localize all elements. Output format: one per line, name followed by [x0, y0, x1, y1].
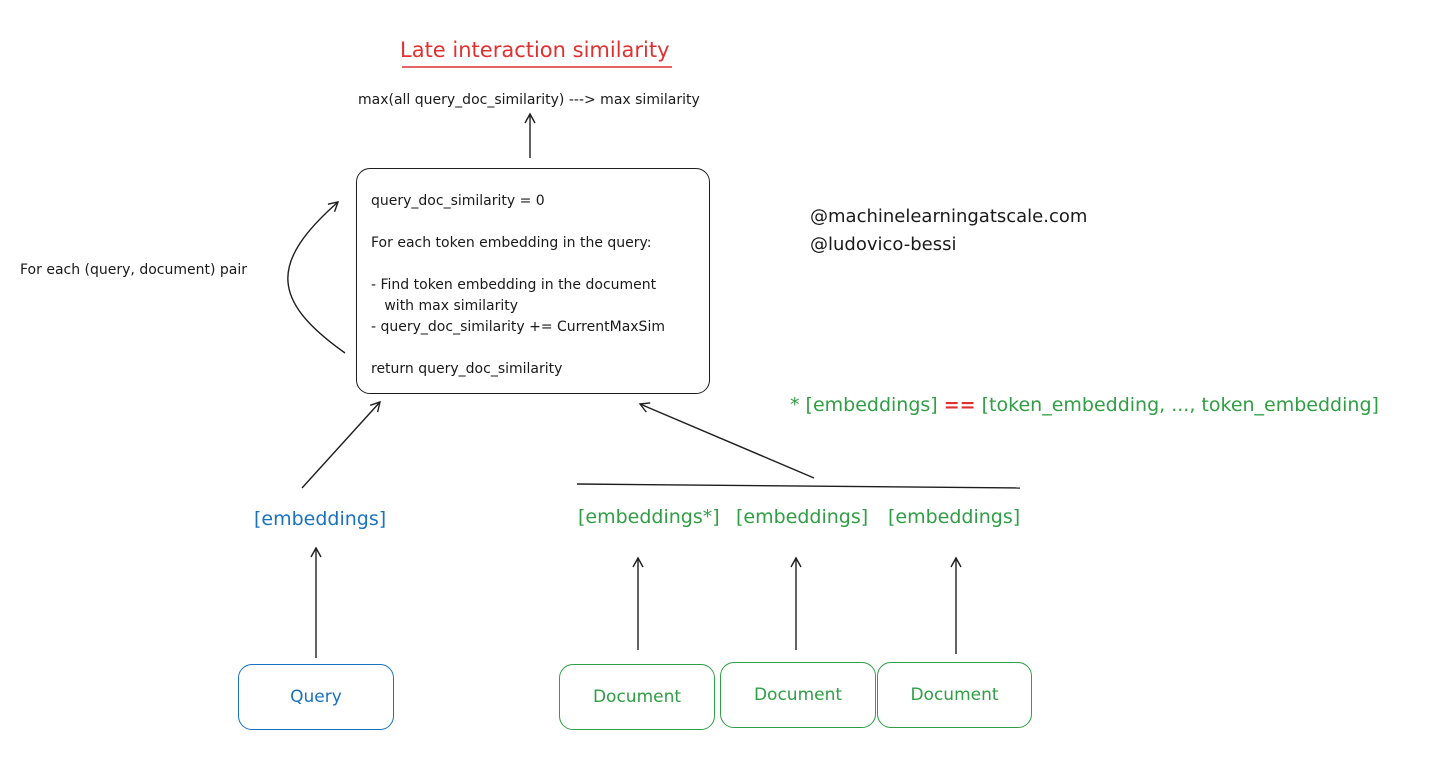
document-box: Document	[720, 662, 876, 728]
arrow-doc-embs-to-box	[638, 402, 815, 479]
loop-arrow	[287, 201, 346, 354]
note-prefix: * [embeddings]	[790, 394, 944, 416]
loop-label: For each (query, document) pair	[20, 262, 247, 278]
algorithm-line: query_doc_similarity = 0	[371, 193, 545, 209]
algorithm-line: return query_doc_similarity	[371, 361, 563, 377]
query-embeddings: [embeddings]	[254, 508, 387, 530]
note-suffix: [token_embedding, ..., token_embedding]	[975, 394, 1379, 416]
algorithm-line: For each token embedding in the query:	[371, 235, 652, 251]
max-similarity-formula: max(all query_doc_similarity) ---> max s…	[358, 92, 700, 108]
embeddings-note: * [embeddings] == [token_embedding, ...,…	[790, 394, 1379, 416]
document-box: Document	[877, 662, 1032, 728]
query-box: Query	[238, 664, 394, 730]
document-embeddings: [embeddings*]	[578, 506, 720, 528]
document-embeddings: [embeddings]	[736, 506, 869, 528]
arrow-query-emb-to-box	[301, 400, 381, 489]
algorithm-box: query_doc_similarity = 0 For each token …	[356, 168, 710, 394]
algorithm-line: - query_doc_similarity += CurrentMaxSim	[371, 319, 665, 335]
author-handle: @machinelearningatscale.com	[810, 206, 1088, 227]
diagram-title: Late interaction similarity	[400, 38, 670, 62]
doc-embeddings-bar	[576, 483, 1021, 489]
algorithm-line: - Find token embedding in the document	[371, 277, 657, 293]
algorithm-line: with max similarity	[371, 298, 519, 314]
author-handle: @ludovico-bessi	[810, 234, 957, 255]
document-embeddings: [embeddings]	[888, 506, 1021, 528]
note-operator: ==	[943, 394, 976, 416]
document-box: Document	[559, 664, 715, 730]
